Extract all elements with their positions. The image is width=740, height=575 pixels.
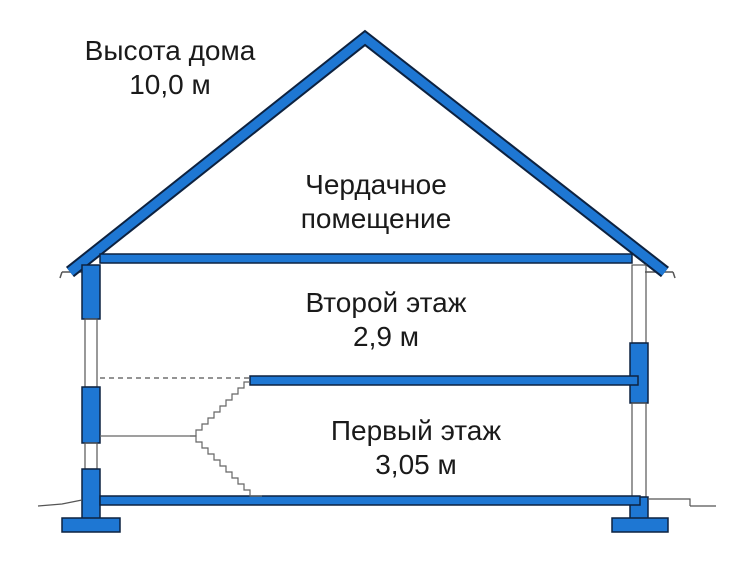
- first-floor-height: 3,05 м: [375, 449, 457, 480]
- second-floor-label: Второй этаж 2,9 м: [256, 286, 516, 354]
- second-floor-title: Второй этаж: [305, 287, 467, 318]
- second-floor-height: 2,9 м: [353, 321, 419, 352]
- roof-eaves: [59, 271, 676, 279]
- ground-floor-slab: [99, 495, 641, 506]
- attic-floor-slab: [99, 253, 633, 264]
- interstory-floor-slab: [249, 375, 639, 386]
- roof-gable: [65, 29, 669, 278]
- house-height-value: 10,0 м: [129, 69, 211, 100]
- house-height-title: Высота дома: [84, 35, 256, 66]
- attic-label: Чердачное помещение: [256, 168, 496, 236]
- attic-label-line2: помещение: [300, 203, 452, 234]
- attic-label-line1: Чердачное: [305, 169, 447, 200]
- first-floor-label: Первый этаж 3,05 м: [286, 414, 546, 482]
- first-floor-title: Первый этаж: [330, 415, 502, 446]
- house-height-label: Высота дома 10,0 м: [50, 34, 290, 102]
- right-wall: [611, 264, 669, 533]
- staircase: [100, 381, 262, 497]
- ground-line: [37, 498, 716, 507]
- left-wall: [61, 264, 121, 533]
